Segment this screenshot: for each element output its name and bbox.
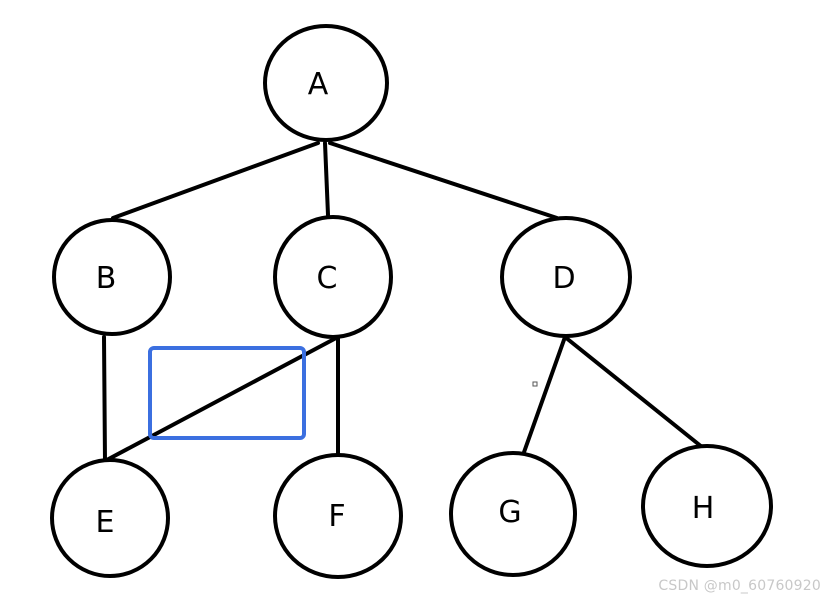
node-h-circle xyxy=(641,444,773,568)
node-g-label: G xyxy=(498,495,521,530)
edge-b-e xyxy=(102,335,107,464)
node-h-label: H xyxy=(692,491,715,526)
node-a-circle xyxy=(263,24,389,142)
watermark: CSDN @m0_60760920 xyxy=(658,578,821,594)
node-e-label: E xyxy=(96,505,115,540)
node-c-circle xyxy=(273,215,393,339)
node-f-circle xyxy=(273,453,403,579)
highlight-box xyxy=(148,346,306,440)
node-c-label: C xyxy=(317,261,338,296)
node-e-circle xyxy=(50,458,170,578)
node-b: B xyxy=(52,218,172,336)
edge-d-g xyxy=(521,335,567,457)
node-c: C xyxy=(273,215,393,339)
edge-a-b xyxy=(111,141,320,220)
node-f-label: F xyxy=(328,499,345,534)
node-h: H xyxy=(641,444,773,568)
node-e: E xyxy=(50,458,170,578)
node-g: G xyxy=(449,451,577,577)
edges xyxy=(101,141,704,464)
node-a: A xyxy=(263,24,389,142)
nodes: A B C D E F G H xyxy=(50,24,773,579)
node-d: D xyxy=(500,216,632,338)
edge-a-c xyxy=(323,141,330,217)
node-b-label: B xyxy=(96,261,117,296)
node-b-circle xyxy=(52,218,172,336)
node-g-circle xyxy=(449,451,577,577)
edge-d-h xyxy=(563,335,704,449)
node-d-circle xyxy=(500,216,632,338)
node-f: F xyxy=(273,453,403,579)
edge-c-e xyxy=(101,335,340,464)
edge-a-d xyxy=(328,141,559,220)
stray-dot xyxy=(532,381,538,387)
node-d-label: D xyxy=(552,261,575,296)
node-a-label: A xyxy=(308,67,329,102)
